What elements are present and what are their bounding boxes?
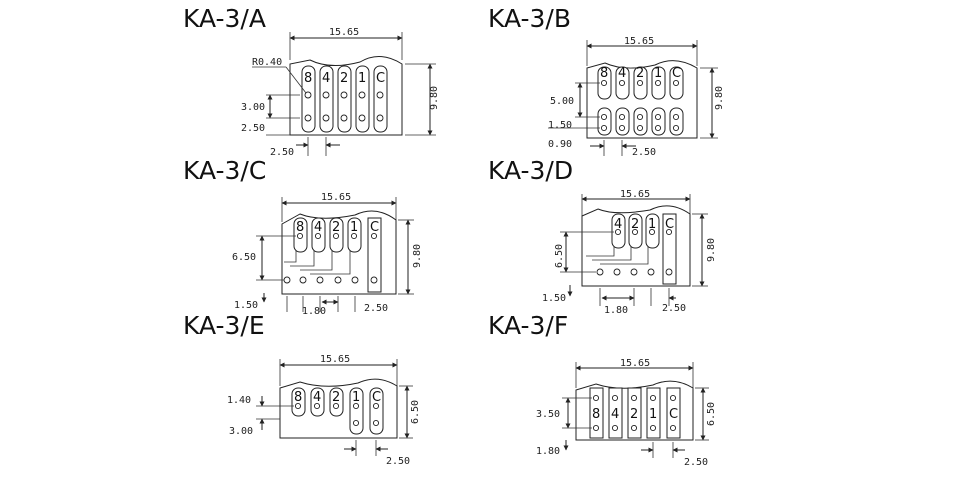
pin-spacing-dimension: 1.80 xyxy=(302,306,326,317)
width-dimension: 15.65 xyxy=(329,27,359,38)
contact-group xyxy=(589,387,681,439)
contact-code-2: 2 xyxy=(631,217,639,232)
contact-group xyxy=(291,387,384,435)
width-dimension: 15.65 xyxy=(620,358,650,369)
contact-group xyxy=(283,217,382,293)
contact-code-1: 1 xyxy=(648,217,656,232)
contact-code-4: 4 xyxy=(322,71,330,86)
contact-code-8: 8 xyxy=(294,390,302,405)
contact-code-c: C xyxy=(665,217,674,232)
contact-code-8: 8 xyxy=(296,220,304,235)
pin-spacing-dimension: 1.80 xyxy=(604,305,628,316)
contact-code-4: 4 xyxy=(313,390,321,405)
contact-spacing-dimension: 2.50 xyxy=(662,303,686,314)
contact-group xyxy=(301,65,388,133)
row-spacing-dimension: 6.50 xyxy=(554,244,565,268)
contact-code-2: 2 xyxy=(332,220,340,235)
contact-code-1: 1 xyxy=(350,220,358,235)
edge-dimension: 2.50 xyxy=(241,123,265,134)
edge-dimension: 1.50 xyxy=(234,300,258,311)
edge-dimension: 1.50 xyxy=(542,293,566,304)
panel-title: KA-3/A xyxy=(183,4,266,33)
panel-title: KA-3/D xyxy=(488,156,573,185)
contact-code-2: 2 xyxy=(332,390,340,405)
contact-code-1: 1 xyxy=(352,390,360,405)
contact-code-c: C xyxy=(370,220,379,235)
contact-code-2: 2 xyxy=(630,407,638,422)
contact-code-c: C xyxy=(376,71,385,86)
contact-group xyxy=(586,213,677,285)
contact-code-2: 2 xyxy=(636,66,644,81)
row-spacing-dimension: 3.50 xyxy=(536,409,560,420)
contact-code-8: 8 xyxy=(600,66,608,81)
panel-ka3b: KA-3/B 15.65 8 4 2 1 C 9.80 xyxy=(488,4,725,158)
panel-ka3c: KA-3/C 15.65 8 4 2 1 C 9.80 6.50 1.50 xyxy=(183,156,423,317)
pitch-dimension: 3.00 xyxy=(229,426,253,437)
contact-code-c: C xyxy=(372,390,381,405)
panel-title: KA-3/E xyxy=(183,311,265,340)
contact-code-4: 4 xyxy=(618,66,626,81)
contact-code-c: C xyxy=(669,407,678,422)
contact-code-8: 8 xyxy=(592,407,600,422)
contact-code-8: 8 xyxy=(304,71,312,86)
row-spacing-dimension: 5.00 xyxy=(550,96,574,107)
contact-code-2: 2 xyxy=(340,71,348,86)
contact-code-4: 4 xyxy=(614,217,622,232)
radius-dimension: R0.40 xyxy=(252,57,282,68)
contact-code-4: 4 xyxy=(611,407,619,422)
height-dimension: 9.80 xyxy=(429,86,440,110)
contact-code-c: C xyxy=(672,66,681,81)
contact-spacing-dimension: 2.50 xyxy=(386,456,410,467)
width-dimension: 15.65 xyxy=(624,36,654,47)
contact-group xyxy=(597,66,684,136)
pitch-dimension: 3.00 xyxy=(241,102,265,113)
height-dimension: 6.50 xyxy=(410,400,421,424)
width-dimension: 15.65 xyxy=(620,189,650,200)
width-dimension: 15.65 xyxy=(321,192,351,203)
contact-code-1: 1 xyxy=(654,66,662,81)
panel-ka3d: KA-3/D 15.65 4 2 1 C 9.80 6.50 1.50 xyxy=(488,156,717,316)
top-offset-dimension: 1.40 xyxy=(227,395,251,406)
panel-title: KA-3/F xyxy=(488,311,568,340)
hole-spacing-dimension: 1.50 xyxy=(548,120,572,131)
panel-title: KA-3/C xyxy=(183,156,266,185)
contact-spacing-dimension: 2.50 xyxy=(364,303,388,314)
contact-code-1: 1 xyxy=(358,71,366,86)
width-dimension: 15.65 xyxy=(320,354,350,365)
height-dimension: 9.80 xyxy=(714,86,725,110)
contact-spacing-dimension: 2.50 xyxy=(632,147,656,158)
height-dimension: 6.50 xyxy=(706,402,717,426)
contact-spacing-dimension: 2.50 xyxy=(684,457,708,468)
height-dimension: 9.80 xyxy=(412,244,423,268)
panel-ka3f: KA-3/F 15.65 8 4 2 1 C 6.50 3.50 1.80 xyxy=(488,311,717,468)
panel-title: KA-3/B xyxy=(488,4,571,33)
contact-code-4: 4 xyxy=(314,220,322,235)
panel-ka3e: KA-3/E 15.65 8 4 2 1 C 6.50 1.40 3.00 xyxy=(183,311,421,467)
height-dimension: 9.80 xyxy=(706,238,717,262)
offset-dimension: 0.90 xyxy=(548,139,572,150)
edge-dimension: 1.80 xyxy=(536,446,560,457)
contact-spacing-dimension: 2.50 xyxy=(270,147,294,158)
row-spacing-dimension: 6.50 xyxy=(232,252,256,263)
contact-code-1: 1 xyxy=(649,407,657,422)
panel-ka3a: KA-3/A 15.65 8 4 2 1 C 9.80 R0.40 xyxy=(183,4,440,158)
